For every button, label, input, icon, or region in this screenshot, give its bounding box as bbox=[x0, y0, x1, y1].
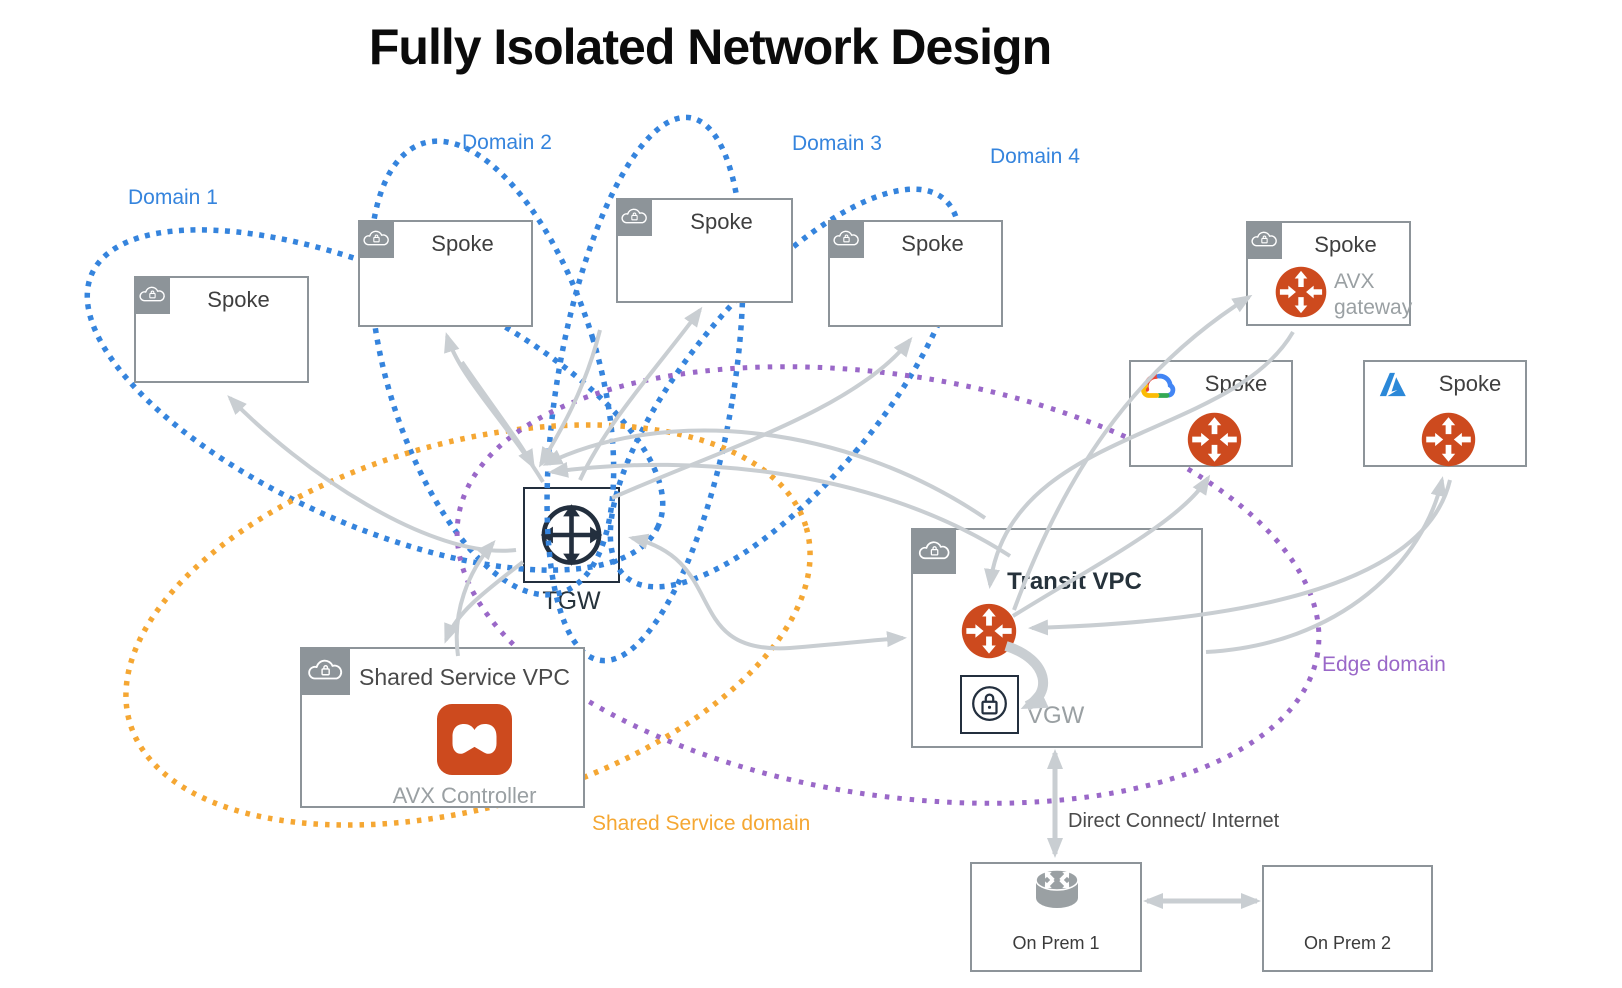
avx-gateway-label: AVX gateway bbox=[1334, 270, 1413, 319]
spoke-box-azure: Spoke bbox=[1363, 360, 1527, 467]
cloud-lock-icon bbox=[616, 198, 652, 236]
vgw-label: VGW bbox=[1027, 702, 1085, 729]
on-prem-1-label: On Prem 1 bbox=[1012, 933, 1100, 953]
avx-gateway-icon bbox=[960, 602, 1018, 665]
domain-4-label: Domain 4 bbox=[990, 145, 1080, 168]
arrow-into-tgw-nw bbox=[460, 360, 535, 470]
avx-gateway-icon bbox=[1420, 411, 1477, 473]
cloud-lock-icon bbox=[828, 220, 864, 258]
domain-2-label: Domain 2 bbox=[462, 131, 552, 154]
transit-vpc-box: Transit VPC VGW bbox=[911, 528, 1203, 748]
arrow-tgw-to-spoke1 bbox=[227, 395, 517, 553]
tgw-label: TGW bbox=[542, 587, 601, 615]
avx-controller-label: AVX Controller bbox=[392, 783, 537, 808]
spoke-label: Spoke bbox=[1204, 371, 1268, 396]
arrow-tgw-to-spoke2 bbox=[444, 332, 545, 484]
spoke-label: Spoke bbox=[690, 209, 753, 234]
shared-service-vpc-title: Shared Service VPC bbox=[359, 664, 570, 690]
spoke-box-domain-2: Spoke bbox=[358, 220, 533, 327]
arrow-transit-to-azure bbox=[1205, 476, 1447, 654]
on-prem-2-label: On Prem 2 bbox=[1303, 933, 1392, 953]
tgw-node bbox=[523, 487, 620, 583]
spoke-box-domain-4: Spoke bbox=[828, 220, 1003, 327]
spoke-label: Spoke bbox=[1314, 232, 1377, 257]
transit-gateway-icon bbox=[530, 494, 613, 576]
gcp-cloud-logo bbox=[1140, 371, 1178, 406]
spoke-box-domain-1: Spoke bbox=[134, 276, 309, 383]
on-prem-1-box: On Prem 1 bbox=[970, 862, 1142, 972]
cloud-lock-icon bbox=[134, 276, 170, 314]
domain-1-label: Domain 1 bbox=[128, 186, 218, 209]
spoke-box-gcp: Spoke bbox=[1129, 360, 1293, 467]
avx-gateway-icon bbox=[1274, 265, 1328, 324]
cloud-lock-icon bbox=[300, 647, 350, 695]
on-prem-2-box: On Prem 2 bbox=[1262, 865, 1433, 972]
cloud-lock-icon bbox=[911, 528, 956, 574]
avx-gateway-icon bbox=[1186, 411, 1243, 473]
arrow-sharedservice-to-tgw bbox=[454, 539, 496, 657]
cloud-lock-icon bbox=[358, 220, 394, 258]
domain-3-label: Domain 3 bbox=[792, 132, 882, 155]
edge-domain-label: Edge domain bbox=[1322, 653, 1446, 676]
vgw-lock-icon bbox=[960, 675, 1019, 734]
transit-vpc-title: Transit VPC bbox=[1007, 568, 1142, 595]
spoke-label: Spoke bbox=[901, 231, 964, 256]
router-icon bbox=[1027, 866, 1087, 919]
spoke-label: Spoke bbox=[207, 287, 270, 312]
spoke-label: Spoke bbox=[1438, 371, 1502, 396]
spoke-box-domain-3: Spoke bbox=[616, 198, 793, 303]
cloud-lock-icon bbox=[1246, 221, 1282, 259]
arrow-tgw-to-sharedservice bbox=[444, 560, 525, 644]
azure-logo bbox=[1377, 370, 1409, 404]
arrow-tgw-to-spoke4 bbox=[611, 336, 913, 500]
spoke-label: Spoke bbox=[431, 231, 494, 256]
arrow-into-tgw-ne bbox=[538, 329, 602, 468]
arrow-tgw-to-spoke3 bbox=[578, 306, 703, 481]
spoke-box-aws-avx-gateway: Spoke AVX gateway bbox=[1246, 221, 1413, 326]
shared-service-domain-label: Shared Service domain bbox=[592, 812, 811, 835]
shared-service-vpc-box: Shared Service VPC AVX Controller bbox=[300, 647, 585, 808]
avx-controller-icon bbox=[437, 704, 512, 780]
arrow-tgw-transit bbox=[628, 533, 907, 651]
page-title: Fully Isolated Network Design bbox=[368, 19, 1052, 75]
direct-connect-label: Direct Connect/ Internet bbox=[1068, 810, 1280, 832]
